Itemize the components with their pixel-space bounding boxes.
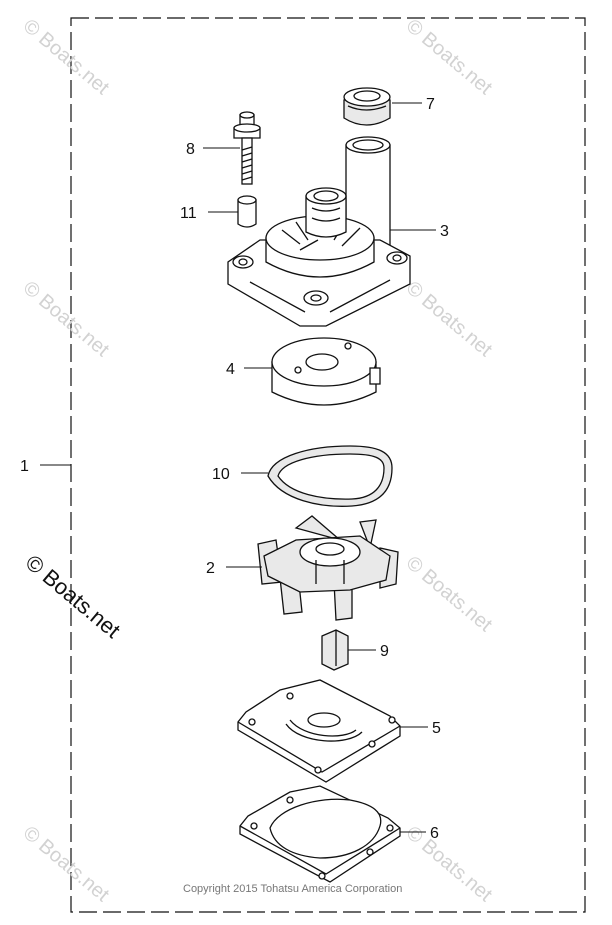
part-7-grommet: [343, 87, 391, 126]
callout-2: 2: [206, 560, 215, 577]
watermark: © Boats.net: [19, 822, 114, 906]
callout-5: 5: [432, 720, 441, 737]
callout-9: 9: [380, 643, 389, 660]
part-9-key: [321, 629, 349, 671]
watermark-prominent: © Boats.net: [21, 550, 125, 643]
callout-4: 4: [226, 361, 235, 378]
part-11-dowel: [237, 195, 257, 228]
part-4-insert: [271, 337, 381, 406]
watermark: © Boats.net: [19, 277, 114, 361]
callout-8: 8: [186, 141, 195, 158]
callout-10: 10: [212, 466, 230, 483]
watermark: © Boats.net: [19, 15, 114, 99]
copyright-text: Copyright 2015 Tohatsu America Corporati…: [183, 883, 402, 895]
callout-11: 11: [180, 205, 197, 222]
part-2-impeller: [257, 515, 399, 621]
watermark: © Boats.net: [402, 552, 497, 636]
part-3-pump-case: [227, 136, 411, 327]
part-5-wear-plate: [237, 679, 401, 783]
callout-6: 6: [430, 825, 439, 842]
part-6-lower-gasket: [239, 785, 401, 883]
callout-1: 1: [20, 458, 29, 475]
callout-7: 7: [426, 96, 435, 113]
watermark: © Boats.net: [402, 277, 497, 361]
part-10-gasket: [267, 445, 393, 507]
leader-lines: [40, 102, 436, 833]
watermark-layer: © Boats.net © Boats.net © Boats.net © Bo…: [19, 15, 497, 906]
watermark: © Boats.net: [402, 822, 497, 906]
watermark: © Boats.net: [402, 15, 497, 99]
callout-3: 3: [440, 223, 449, 240]
part-8-bolt: [233, 111, 261, 185]
